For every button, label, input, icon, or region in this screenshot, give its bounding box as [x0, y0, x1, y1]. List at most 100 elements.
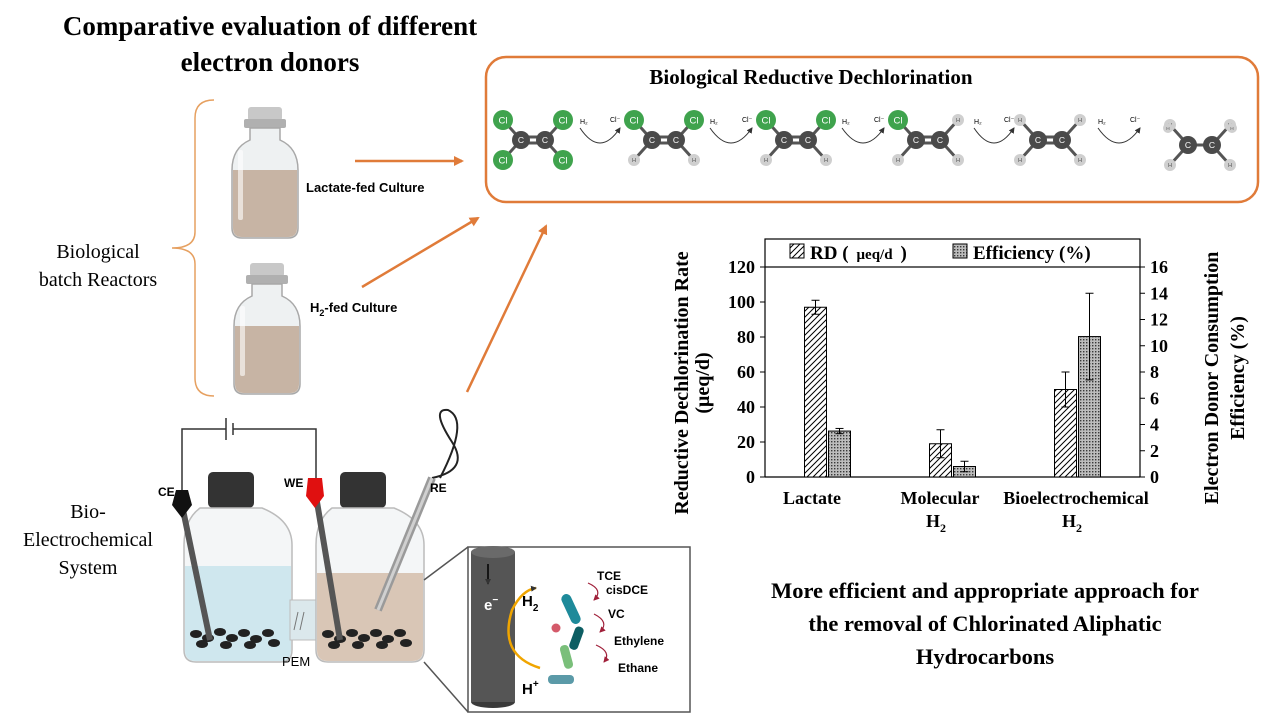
conclusion-line2: the removal of Chlorinated Aliphatic	[808, 611, 1162, 636]
reactor-brace	[171, 99, 215, 397]
hydrogen-atom	[1224, 159, 1236, 171]
carbon-atom	[512, 131, 530, 149]
h2-bottle	[233, 263, 301, 395]
conclusion-text: More efficient and appropriate approach …	[715, 574, 1255, 673]
carbon-atom	[931, 131, 949, 149]
carbon-atom	[667, 131, 685, 149]
right-tick-label: 14	[1150, 283, 1168, 303]
h2-culture-label: H2-fed Culture	[310, 300, 397, 318]
left-tick-label: 100	[728, 292, 755, 312]
reagent-label: H₂	[580, 119, 588, 126]
we-label: WE	[284, 476, 303, 490]
legend-swatch-rd	[789, 243, 805, 259]
reagent-label: H₂	[842, 119, 850, 126]
bes-label-line3: System	[58, 557, 118, 579]
arrow-h2-to-brd	[361, 216, 480, 289]
carbon-atom-label: C	[518, 135, 524, 145]
right-tick-label: 12	[1150, 310, 1168, 330]
chart-bars	[804, 292, 1101, 478]
chlorine-atom-label: Cl	[690, 116, 699, 127]
microbe-cluster	[548, 594, 584, 684]
byproduct-label: Cl⁻	[1130, 117, 1141, 124]
carbon-atom	[1053, 131, 1071, 149]
left-axis-title-line2: (μeq/d)	[692, 352, 714, 413]
bes-reactor	[172, 408, 459, 663]
pem-label: PEM	[282, 654, 310, 669]
electron-label: e−	[484, 595, 498, 614]
title-line-2: electron donors	[180, 47, 360, 77]
bes-circuit	[181, 418, 317, 490]
hydrogen-atom	[628, 154, 640, 166]
hydrogen-atom-label: H	[956, 118, 960, 124]
carbon-atom-label: C	[913, 135, 919, 145]
chlorine-atom	[493, 110, 513, 130]
left-tick-label: 40	[737, 397, 755, 417]
chlorine-atom-label: Cl	[762, 116, 771, 127]
hydrogen-atom-label: H	[1078, 118, 1082, 124]
proton-label: H+	[522, 679, 539, 698]
x-label-sub: H2	[1062, 511, 1082, 535]
byproduct-label: Cl⁻	[742, 117, 753, 124]
hydrogen-atom-label: H	[1230, 126, 1234, 132]
carbon-atom-label: C	[781, 135, 787, 145]
chlorine-atom-label: Cl	[559, 116, 568, 127]
carbon-atom-label: C	[673, 135, 679, 145]
reaction-arrow	[1097, 127, 1141, 144]
hydrogen-atom-label: H	[1166, 126, 1170, 132]
batch-label-line2: batch Reactors	[38, 269, 158, 291]
hydrogen-atom	[1227, 123, 1237, 133]
chlorine-atom-label: Cl	[630, 116, 639, 127]
carbon-atom	[799, 131, 817, 149]
lactate-culture-label: Lactate-fed Culture	[306, 180, 424, 195]
chlorine-atom-label: Cl	[822, 116, 831, 127]
reaction-arrow	[973, 127, 1015, 144]
chlorine-atom-label: Cl	[499, 156, 508, 167]
pathway-vc: VC	[608, 607, 625, 621]
right-tick-label: 16	[1150, 257, 1168, 277]
hydrogen-atom	[688, 154, 700, 166]
carbon-atom-label: C	[1059, 135, 1065, 145]
carbon-atom	[775, 131, 793, 149]
hydrogen-atom-label: H	[692, 158, 696, 164]
right-axis-title-line1: Electron Donor Consumption	[1201, 252, 1223, 505]
left-tick-label: 0	[746, 467, 755, 487]
carbon-atom	[907, 131, 925, 149]
chlorine-atom	[684, 110, 704, 130]
chlorine-atom-label: Cl	[894, 116, 903, 127]
left-tick-label: 60	[737, 362, 755, 382]
left-axis-title-line1: Reductive Dechlorination Rate	[671, 251, 693, 514]
hydrogen-atom	[820, 154, 832, 166]
chlorine-atom	[756, 110, 776, 130]
pathway-tce: TCE	[597, 569, 621, 583]
right-tick-label: 10	[1150, 336, 1168, 356]
hydrogen-atom-label: H	[1228, 163, 1232, 169]
carbon-atom	[536, 131, 554, 149]
byproduct-label: Cl⁻	[610, 117, 621, 124]
legend-swatch-efficiency	[952, 243, 968, 259]
pathway-ethylene: Ethylene	[614, 634, 664, 648]
title-line-1: Comparative evaluation of different	[62, 11, 478, 41]
hydrogen-atom	[1074, 154, 1086, 166]
hydrogen-atom	[1014, 154, 1026, 166]
bes-label-line1: Bio-	[70, 501, 106, 523]
conclusion-line1: More efficient and appropriate approach …	[770, 578, 1200, 603]
carbon-atom-label: C	[805, 135, 811, 145]
brd-box	[484, 55, 1260, 204]
reaction-arrow	[709, 127, 753, 144]
hydrogen-atom	[1074, 114, 1086, 126]
right-axis-title-line2: Efficiency (%)	[1227, 316, 1249, 440]
chlorine-atom	[553, 150, 573, 170]
carbon-atom	[643, 131, 661, 149]
brd-title: Biological Reductive Dechlorination	[649, 65, 972, 89]
right-tick-label: 8	[1150, 362, 1159, 382]
hydrogen-atom-label: H	[764, 158, 768, 164]
carbon-atom	[1029, 131, 1047, 149]
hydrogen-atom-label: H	[632, 158, 636, 164]
bar-efficiency	[828, 430, 851, 478]
chlorine-atom	[553, 110, 573, 130]
chart: RD (μeq/d) Efficiency (%) 02040608010012…	[671, 238, 1249, 535]
